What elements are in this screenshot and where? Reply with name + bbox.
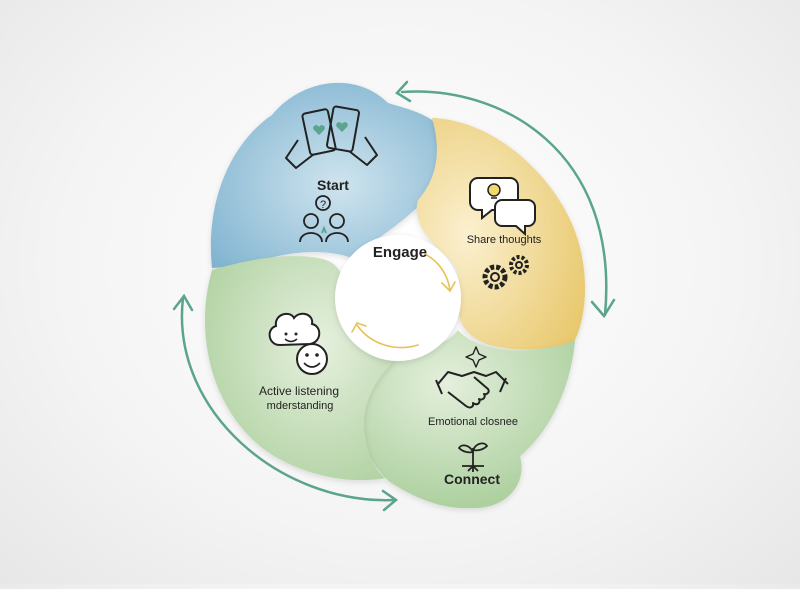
- inner-cycle-arrows: [351, 253, 456, 349]
- center-label: Engage: [373, 244, 427, 261]
- segment-start: [210, 82, 445, 268]
- smartphones-hearts-icon: [285, 105, 378, 169]
- gears-icon: [482, 255, 529, 290]
- center-hub: [335, 235, 461, 361]
- svg-text:?: ?: [320, 199, 326, 211]
- outer-arrow-top-right: [395, 80, 616, 319]
- people-question-icon: ?: [299, 195, 349, 243]
- outer-arrow-left: [172, 293, 399, 512]
- segment-connect-label: Connect: [444, 471, 500, 487]
- handshake-icon: [435, 346, 509, 409]
- segment-listen-label: Active listening: [259, 384, 339, 398]
- cloud-smiley-icon: [268, 312, 328, 375]
- sprout-icon: [457, 442, 489, 472]
- segment-share-thoughts: [416, 118, 586, 350]
- segment-connect: [361, 330, 575, 509]
- segment-share-label: Share thoughts: [467, 234, 542, 246]
- segment-start-label: Start: [317, 177, 349, 193]
- segment-listen-sublabel: mderstanding: [267, 400, 334, 412]
- speech-bubbles-lightbulb-icon: [469, 177, 536, 237]
- segment-connect-sublabel: Emotional closnee: [428, 416, 518, 428]
